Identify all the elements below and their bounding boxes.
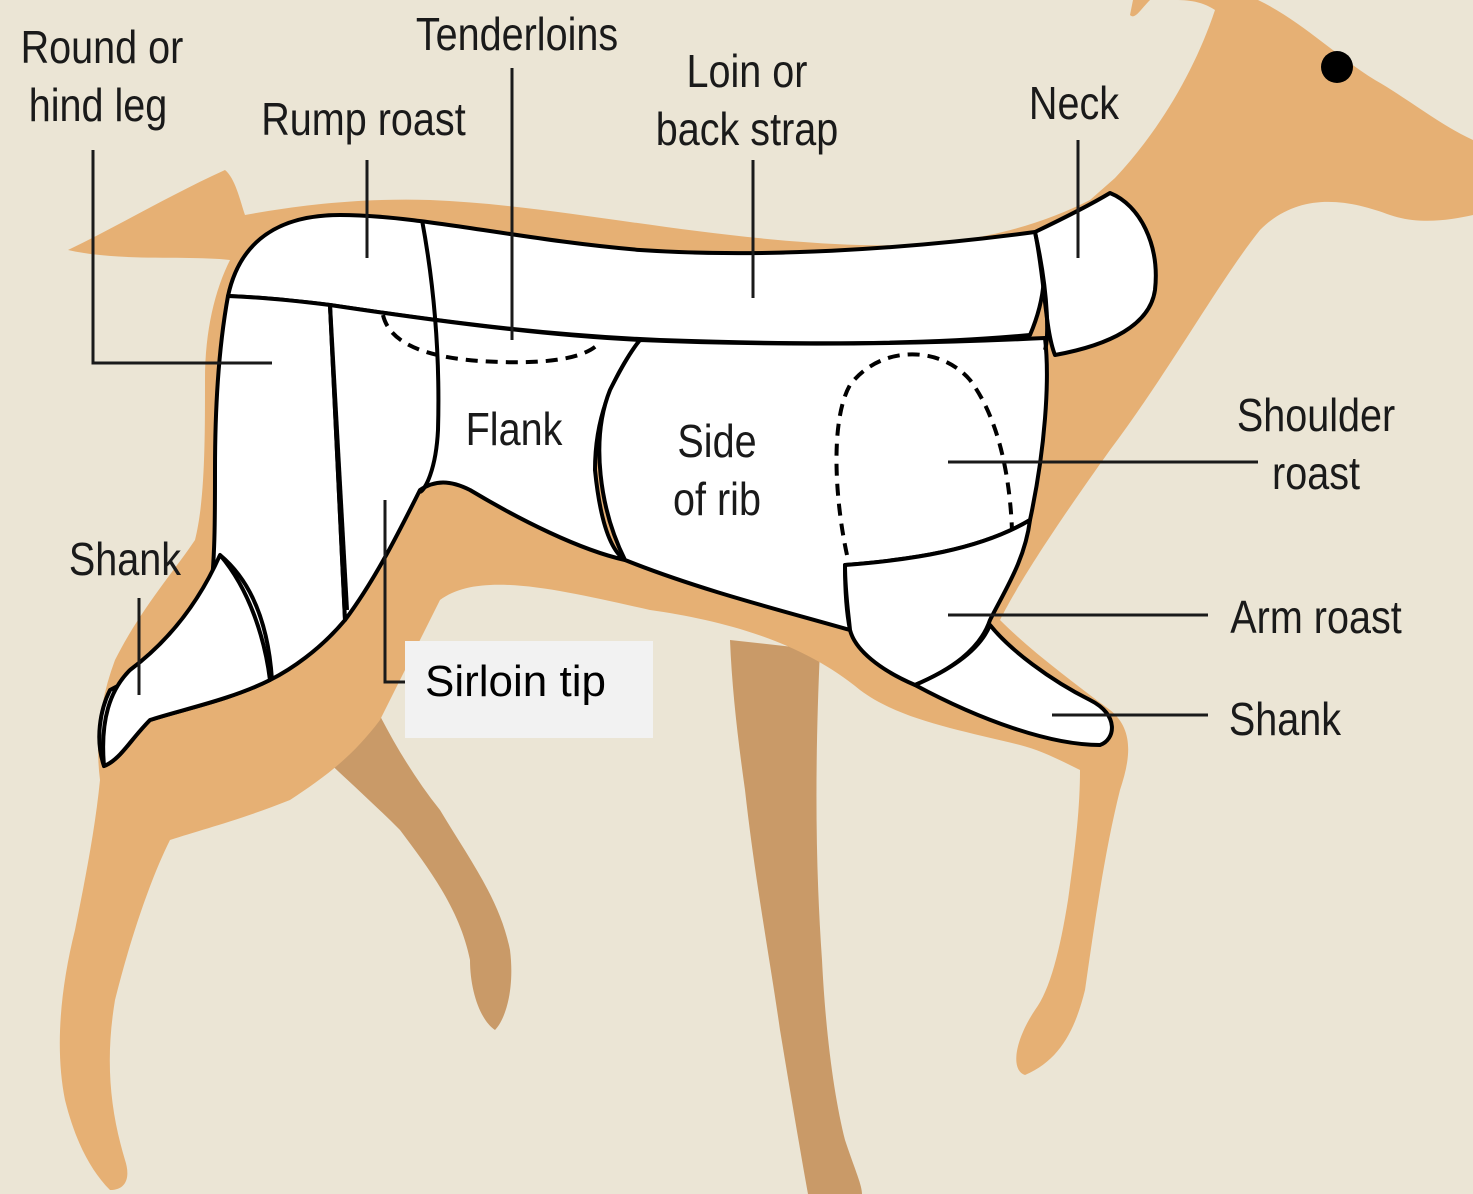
label-shank-rear: Shank [67,530,182,588]
label-loin-back-strap: Loin or back strap [655,42,839,158]
label-sirloin-tip: Sirloin tip [425,657,606,707]
deer-eye [1321,51,1353,83]
sirloin-tip-callout: Sirloin tip [405,641,653,738]
far-front-leg [730,640,862,1194]
label-side-of-rib: Side of rib [664,412,771,528]
label-tenderloins: Tenderloins [416,5,610,63]
label-neck: Neck [1026,74,1122,132]
label-flank: Flank [461,400,568,458]
label-shank-front: Shank [1227,690,1342,748]
label-rump-roast: Rump roast [261,90,461,148]
label-round-hind-leg: Round or hind leg [21,18,176,134]
label-arm-roast: Arm roast [1230,588,1402,646]
label-shoulder-roast: Shoulder roast [1235,386,1397,502]
